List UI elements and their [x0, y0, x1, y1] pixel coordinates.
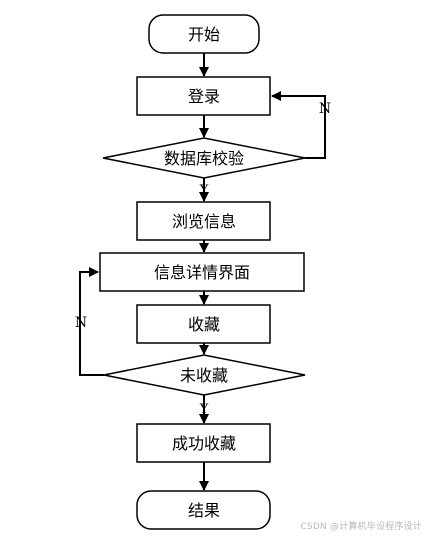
favorite-label: 收藏: [188, 315, 220, 334]
detail-box: [99, 252, 305, 292]
connector-check-no-loop: [271, 91, 326, 159]
end-terminal: [136, 490, 271, 530]
success-label: 成功收藏: [172, 434, 236, 453]
end-label: 结果: [188, 501, 220, 520]
login-label: 登录: [188, 87, 220, 106]
db-check-yes-label: Y: [199, 183, 209, 198]
not-favorited-diamond: [103, 354, 306, 396]
db-check-label: 数据库校验: [164, 149, 244, 168]
browse-label: 浏览信息: [172, 212, 236, 231]
browse-box: [136, 201, 271, 241]
detail-label: 信息详情界面: [154, 263, 250, 282]
success-box: [136, 423, 271, 463]
not-favorited-yes-label: Y: [199, 402, 209, 417]
login-box: [136, 76, 271, 116]
start-label: 开始: [188, 25, 220, 44]
not-favorited-label: 未收藏: [180, 366, 228, 385]
watermark: CSDN @计算机毕设程序设计: [300, 522, 422, 532]
not-favorited-no-label: N: [75, 315, 87, 331]
connector-notfav-no-loop: [79, 267, 104, 376]
db-check-no-label: N: [319, 101, 331, 117]
